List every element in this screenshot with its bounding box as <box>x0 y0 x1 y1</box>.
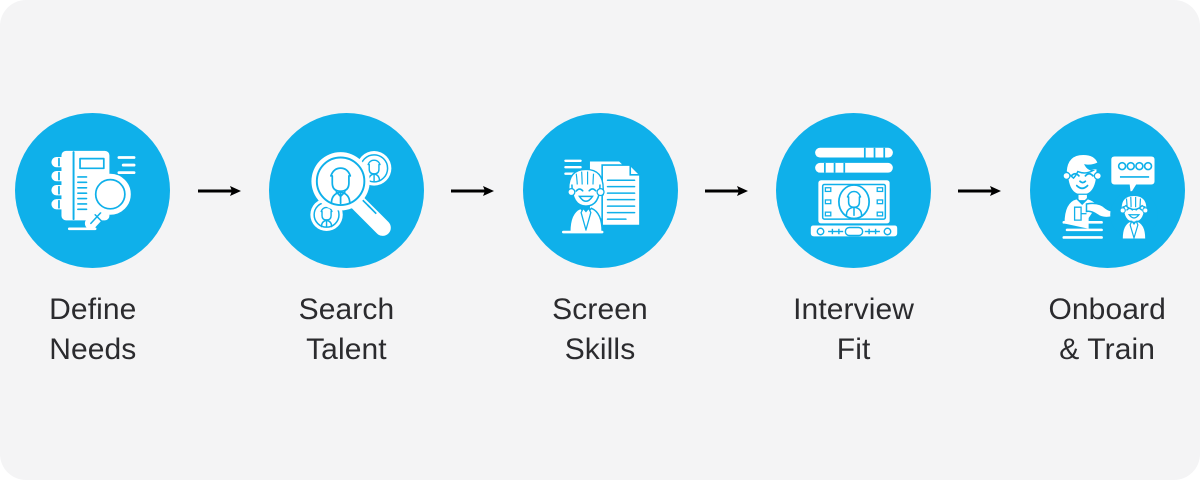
process-step-interview-fit[interactable]: Interview Fit <box>761 113 947 370</box>
step-icon-badge-4 <box>776 113 932 268</box>
process-step-onboard-train[interactable]: Onboard & Train <box>1014 113 1200 370</box>
step-label-1: Define Needs <box>49 293 137 366</box>
connector-1 <box>186 113 254 268</box>
notebook-magnifier-icon <box>51 150 136 230</box>
person-resume-documents-icon <box>561 159 641 233</box>
step-label-2: Search Talent <box>298 293 395 366</box>
arrow-right-icon <box>197 185 241 196</box>
step-icon-badge-2 <box>268 113 424 268</box>
arrow-right-icon <box>958 185 1002 196</box>
step-icon-badge-1 <box>15 113 171 268</box>
step-icon-badge-5 <box>1029 113 1185 268</box>
arrow-right-icon <box>704 185 748 196</box>
trainer-speech-bubble-trainee-icon <box>1062 153 1158 240</box>
step-label-3: Screen Skills <box>552 293 648 366</box>
connector-2 <box>439 113 507 268</box>
arrow-right-icon <box>451 185 495 196</box>
people-search-magnifier-icon <box>310 150 392 236</box>
laptop-video-interview-icon <box>810 147 897 236</box>
connector-4 <box>946 113 1014 268</box>
step-label-4: Interview Fit <box>793 293 915 366</box>
process-step-screen-skills[interactable]: Screen Skills <box>507 113 693 370</box>
process-step-search-talent[interactable]: Search Talent <box>254 113 440 370</box>
step-label-5: Onboard & Train <box>1048 293 1166 366</box>
connector-3 <box>693 113 761 268</box>
process-step-define-needs[interactable]: Define Needs <box>0 113 186 370</box>
step-icon-badge-3 <box>522 113 678 268</box>
